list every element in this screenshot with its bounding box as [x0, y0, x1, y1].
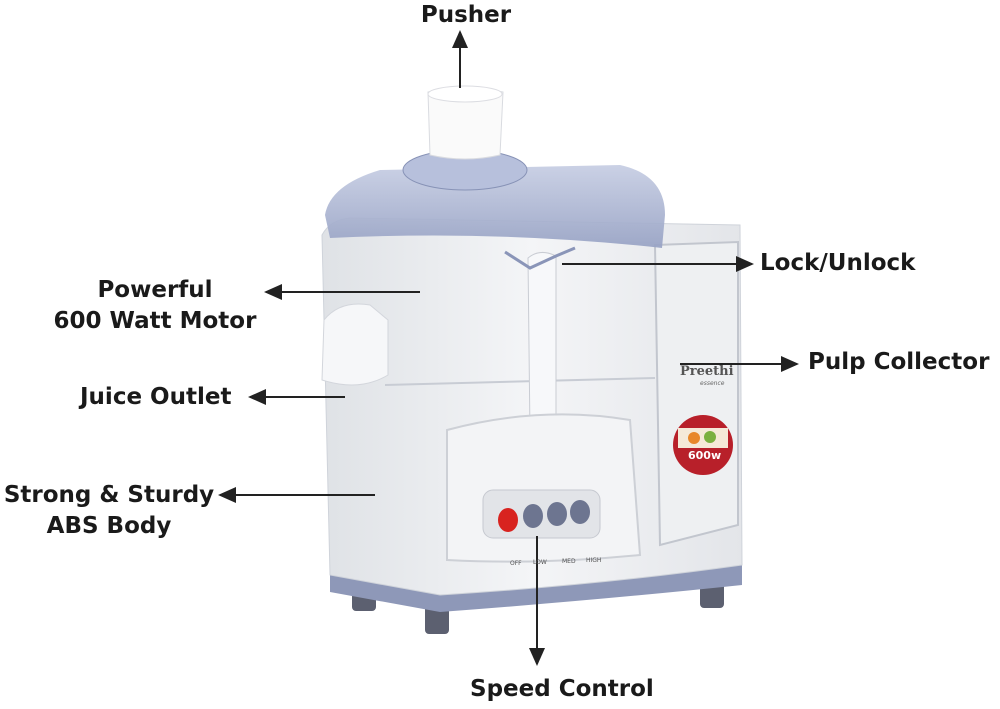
speed-label-off: OFF [510, 560, 522, 567]
label-lock-unlock: Lock/Unlock [760, 250, 916, 276]
lid [325, 165, 665, 248]
label-juice-outlet: Juice Outlet [80, 384, 232, 410]
off-button[interactable] [498, 508, 518, 532]
label-pulp-collector: Pulp Collector [808, 349, 990, 375]
speed-button-low[interactable] [523, 504, 543, 528]
label-body-line1: Strong & Sturdy [3, 482, 215, 508]
brand-logo: Preethi [680, 364, 734, 379]
badge-power-text: 600w [688, 449, 722, 462]
speed-button-high[interactable] [570, 500, 590, 524]
label-body-line2: ABS Body [46, 513, 172, 539]
speed-label-high: HIGH [586, 557, 602, 564]
speed-button-med[interactable] [547, 502, 567, 526]
label-motor: Powerful 600 Watt Motor [20, 275, 290, 337]
label-motor-line1: Powerful [97, 277, 213, 303]
label-motor-line2: 600 Watt Motor [53, 308, 257, 334]
lock-handle[interactable] [527, 252, 557, 440]
control-panel [446, 413, 642, 563]
juice-outlet [321, 303, 389, 386]
speed-label-low: LOW [533, 559, 547, 566]
speed-label-med: MED [562, 558, 576, 565]
label-body: Strong & Sturdy ABS Body [0, 480, 218, 542]
sub-brand: essence [700, 380, 725, 387]
label-pusher: Pusher [420, 2, 512, 28]
label-speed-control: Speed Control [470, 676, 654, 702]
pulp-collector-panel [653, 240, 739, 547]
